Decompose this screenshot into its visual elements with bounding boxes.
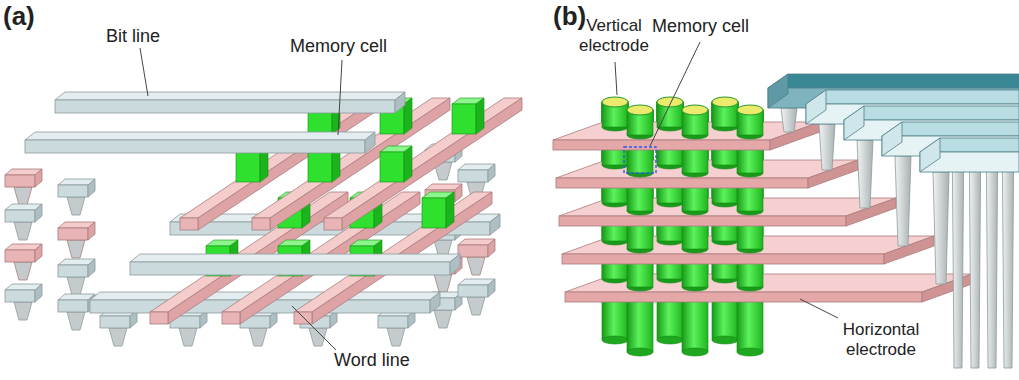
part-label: Memory cell	[652, 16, 749, 37]
vertical-array	[553, 74, 1019, 368]
leader-lines	[140, 42, 838, 350]
crosspoint-array	[5, 92, 522, 346]
memory-cell-marker	[624, 147, 656, 173]
panel-label: (b)	[553, 2, 586, 32]
part-label: Word line	[334, 350, 410, 371]
part-label: Bit line	[106, 26, 160, 47]
part-label: Horizontal electrode	[828, 320, 934, 359]
part-label: Memory cell	[290, 36, 387, 57]
part-label: Vertical electrode	[566, 16, 662, 55]
panel-label: (a)	[3, 2, 35, 32]
